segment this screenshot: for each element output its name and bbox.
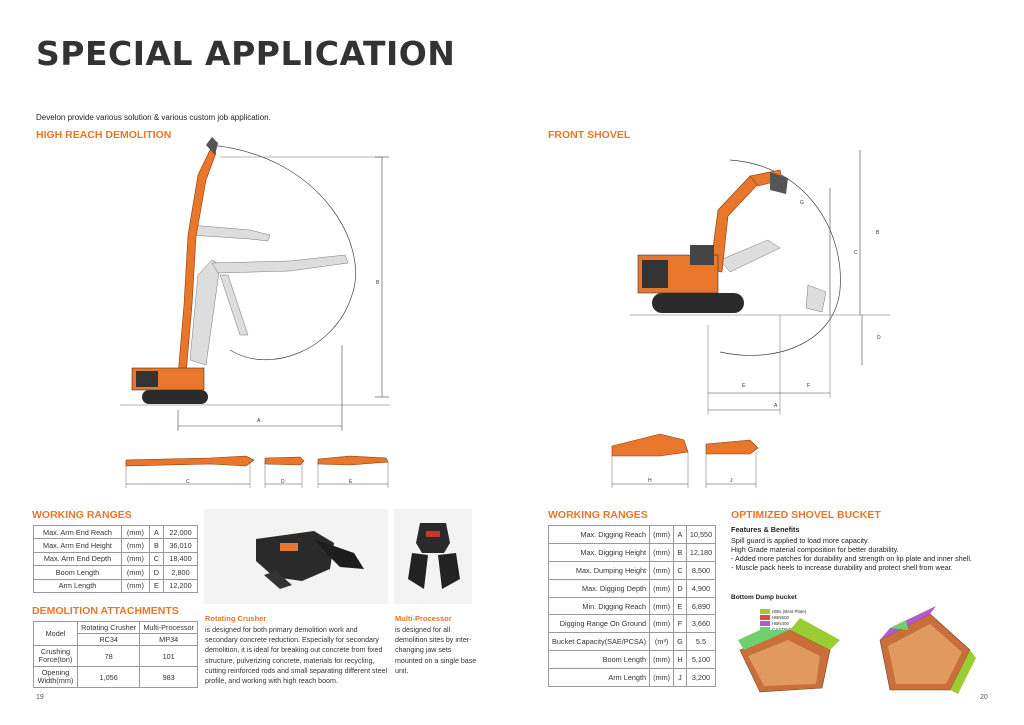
feature-line: High Grade material composition for bett… bbox=[731, 545, 899, 554]
shovel-bucket-heading: OPTIMIZED SHOVEL BUCKET bbox=[731, 509, 881, 521]
dim-label-b: B bbox=[876, 230, 880, 236]
legend-swatch bbox=[760, 626, 770, 632]
intro-text: Develon provide various solution & vario… bbox=[36, 113, 271, 122]
feature-line: Spill guard is applied to load more capa… bbox=[731, 536, 870, 545]
multi-processor-caption: is designed for all demolition sites by … bbox=[395, 626, 477, 675]
left-working-ranges-heading: WORKING RANGES bbox=[32, 509, 132, 521]
high-reach-diagram bbox=[120, 137, 390, 431]
rotating-crusher-caption: is designed for both primary demolition … bbox=[205, 626, 388, 686]
legend-item: CASTING bbox=[760, 626, 812, 632]
multi-processor-drawing bbox=[408, 523, 460, 589]
attachments-table: Model Rotating Crusher Multi-Processor R… bbox=[33, 621, 198, 688]
legend-item: HBN500 bbox=[760, 614, 812, 620]
dim-label-d: D bbox=[877, 335, 881, 341]
right-working-ranges-heading: WORKING RANGES bbox=[548, 509, 648, 521]
rotating-crusher-caption-title: Rotating Crusher bbox=[205, 614, 267, 623]
multi-processor-image bbox=[394, 509, 472, 604]
table-row: Crushing Force(ton) 78 101 bbox=[33, 645, 198, 667]
legend-swatch bbox=[760, 608, 770, 614]
dim-label-e: E bbox=[349, 479, 353, 485]
page-number-left: 19 bbox=[36, 694, 44, 701]
table-row: Opening Width(mm) 1,056 983 bbox=[33, 666, 198, 688]
rotating-crusher-image bbox=[204, 509, 388, 604]
table-row: Model Rotating Crusher Multi-Processor bbox=[33, 621, 198, 646]
legend-item: HBN400 bbox=[760, 620, 812, 626]
dim-label-h: H bbox=[648, 478, 652, 484]
dim-label-e: E bbox=[742, 383, 746, 389]
feature-line: - Added more patches for durability and … bbox=[731, 554, 972, 563]
material-legend: HBN (Best Plate) HBN500 HBN400 CASTING bbox=[760, 608, 812, 632]
dim-label-a: A bbox=[774, 403, 778, 409]
demolition-attachments-heading: DEMOLITION ATTACHMENTS bbox=[32, 605, 179, 617]
dim-label-a: A bbox=[257, 418, 261, 424]
dim-label-c: C bbox=[186, 479, 190, 485]
legend-swatch bbox=[760, 614, 770, 620]
dim-label-g: G bbox=[800, 200, 804, 206]
high-reach-heading: HIGH REACH DEMOLITION bbox=[36, 129, 172, 141]
dim-label-c: C bbox=[854, 250, 858, 256]
front-shovel-diagram bbox=[630, 150, 890, 415]
bottom-dump-title: Bottom Dump bucket bbox=[731, 594, 797, 601]
shovel-boom-arm-drawings bbox=[611, 433, 759, 488]
rotating-crusher-drawing bbox=[256, 531, 364, 589]
dim-label-f: F bbox=[807, 383, 811, 389]
boom-arm-drawings bbox=[125, 455, 389, 488]
dim-label-j: J bbox=[730, 478, 733, 484]
legend-item: HBN (Best Plate) bbox=[760, 608, 812, 614]
page-number-right: 20 bbox=[980, 694, 988, 701]
dim-label-b: B bbox=[376, 280, 380, 286]
table-row: RC34 MP34 bbox=[34, 633, 198, 646]
bottom-dump-bucket-image bbox=[738, 606, 976, 694]
multi-processor-caption-title: Multi-Processor bbox=[395, 614, 452, 623]
page-title: SPECIAL APPLICATION bbox=[36, 34, 456, 73]
feature-line: - Muscle pack heels to increase durabili… bbox=[731, 563, 953, 572]
legend-swatch bbox=[760, 620, 770, 626]
dim-label-d: D bbox=[281, 479, 285, 485]
front-shovel-heading: FRONT SHOVEL bbox=[548, 129, 631, 141]
features-title: Features & Benefits bbox=[731, 525, 800, 534]
features-list: Spill guard is applied to load more capa… bbox=[731, 536, 1001, 572]
